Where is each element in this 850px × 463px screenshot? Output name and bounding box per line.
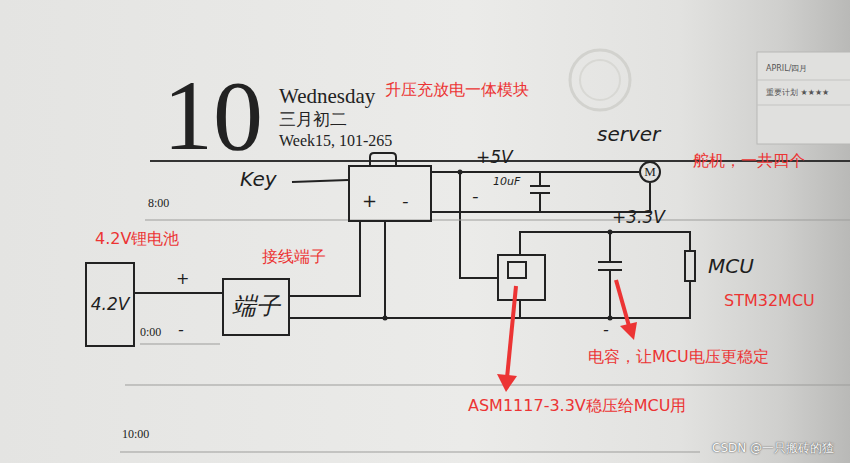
wire [135, 292, 222, 294]
regulator-symbol [508, 262, 526, 278]
mcu-note: STM32MCU [724, 292, 815, 310]
minus-sign: - [603, 321, 609, 339]
minus-sign: - [402, 191, 409, 212]
battery-heading: 4.2V锂电池 [95, 230, 179, 248]
weekday: Wednesday [279, 84, 375, 108]
servo-motor: serverM [639, 161, 661, 183]
ground-wire [290, 222, 690, 318]
plus-sign: + [362, 191, 377, 212]
time-mark: 10:00 [122, 428, 149, 442]
week-number: Week15, 101-265 [279, 132, 392, 150]
capacitor-symbol [530, 172, 550, 212]
servo-text: server [597, 123, 660, 146]
terminal-heading: 接线端子 [262, 248, 326, 266]
mcu-text: MCU [708, 255, 754, 278]
capacitor-symbol [598, 232, 622, 318]
capacitance-label: 10uF [493, 176, 520, 189]
junction-dot [608, 230, 613, 235]
paper-rule [120, 452, 700, 453]
capacitor-note: 电容，让MCU电压更稳定 [588, 348, 769, 366]
battery-box: 4.2V锂电池4.2V [85, 262, 135, 347]
paper-stamp [580, 60, 620, 100]
month-tab: APRIL/四月 [766, 64, 807, 73]
lunar-date: 三月初二 [279, 110, 347, 130]
boost-module: 升压充放电一体模块+- [348, 165, 432, 222]
paper-rule [125, 385, 850, 386]
terminal-block: 接线端子端子 [222, 278, 290, 336]
paper-rule [145, 220, 850, 221]
red-arrow [616, 280, 629, 326]
minus-sign: - [178, 321, 184, 339]
time-mark: 0:00 [140, 326, 161, 340]
paper-rule [140, 344, 220, 345]
time-mark: 8:00 [148, 197, 169, 211]
wire-label: +5V [476, 148, 513, 168]
panel-rule [757, 105, 850, 106]
regulator-symbol [498, 255, 545, 300]
red-arrow [497, 374, 517, 392]
key-label: Key [240, 168, 277, 191]
watermark: CSDN @一只搬砖的猹 [712, 442, 834, 456]
key-wire [292, 180, 348, 182]
red-arrow [507, 286, 516, 378]
junction-dot [458, 170, 463, 175]
planner-panel [757, 52, 850, 144]
mcu-box: MCU [684, 250, 696, 282]
battery-voltage: 4.2V [91, 295, 130, 315]
wire [432, 171, 639, 173]
paper-stamp [570, 50, 630, 110]
module-heading: 升压充放电一体模块 [385, 81, 529, 99]
wire-label: +3.3V [612, 208, 665, 228]
junction-dot [608, 316, 613, 321]
date-number: 10 [163, 66, 263, 166]
plus-sign: + [176, 270, 189, 288]
red-arrow [620, 322, 637, 340]
panel-rule [757, 80, 850, 81]
regulator-note: ASM1117-3.3V稳压给MCU用 [468, 397, 686, 415]
terminal-text: 端子 [232, 293, 280, 321]
motor-symbol: M [644, 165, 656, 180]
ground-sign: - [472, 186, 479, 207]
plan-heading: 重要计划 ★★★★ [766, 88, 829, 97]
servo-note: 舵机，一共四个 [693, 152, 805, 170]
junction-dot [383, 316, 388, 321]
button-symbol [370, 153, 396, 165]
wire [432, 172, 690, 278]
